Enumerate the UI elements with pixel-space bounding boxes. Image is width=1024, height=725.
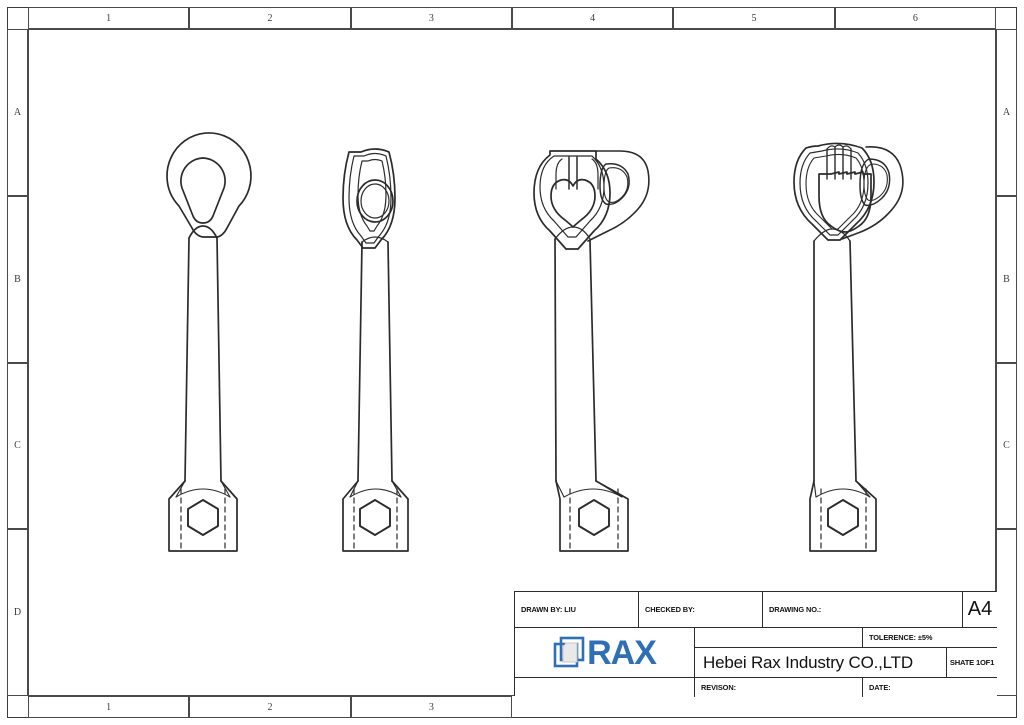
zone-left-A: A: [7, 29, 28, 196]
date-cell: DATE:: [863, 678, 997, 697]
drawn-by-text: DRAWN BY: LIU: [521, 605, 576, 614]
zone-top-2: 2: [189, 7, 351, 29]
zone-right-D: [996, 529, 1017, 696]
tolerance-cell: TOLERENCE: ±5%: [863, 628, 997, 648]
zone-left-B: B: [7, 195, 28, 363]
drawing-no-cell: DRAWING NO.:: [763, 592, 963, 628]
zone-right-C: C: [996, 362, 1017, 530]
date-label: DATE:: [869, 683, 891, 692]
revision-cell: REVISON:: [695, 678, 863, 697]
zone-left-C: C: [7, 362, 28, 530]
drawing-no-label: DRAWING NO.:: [769, 605, 822, 614]
checked-by-cell: CHECKED BY:: [639, 592, 763, 628]
square-frames-icon: [553, 636, 585, 667]
zone-top-6: 6: [834, 7, 996, 29]
sheet-size-cell: A4: [963, 592, 997, 628]
zone-top-1: 1: [28, 7, 190, 29]
zone-bottom-2: 2: [189, 696, 351, 718]
sheet-size-value: A4: [967, 598, 993, 620]
company-name: Hebei Rax Industry CO.,LTD: [703, 652, 913, 672]
revision-label: REVISON:: [701, 683, 736, 692]
zone-top-4: 4: [512, 7, 674, 29]
company-name-cell: Hebei Rax Industry CO.,LTD: [695, 648, 947, 678]
zone-right-A: A: [996, 29, 1017, 196]
tolerance-spacer-cell: [695, 628, 863, 648]
title-block: DRAWN BY: LIU CHECKED BY: DRAWING NO.: A…: [514, 591, 997, 697]
zone-top-3: 3: [350, 7, 512, 29]
zone-top-5: 5: [673, 7, 835, 29]
sheet-count-cell: SHATE 1OF1: [947, 648, 997, 678]
tolerance-text: TOLERENCE: ±5%: [869, 633, 933, 642]
checked-by-label: CHECKED BY:: [645, 605, 695, 614]
logo-wordmark: RAX: [587, 633, 657, 672]
zone-left-D: D: [7, 529, 28, 696]
company-logo-cell: RAX: [515, 628, 695, 678]
zone-right-B: B: [996, 195, 1017, 363]
sheet-count-text: SHATE 1OF1: [949, 658, 995, 667]
blank-cell: [515, 678, 695, 697]
drawn-by-cell: DRAWN BY: LIU: [515, 592, 639, 628]
zone-bottom-3: 3: [350, 696, 512, 718]
zone-bottom-1: 1: [28, 696, 190, 718]
